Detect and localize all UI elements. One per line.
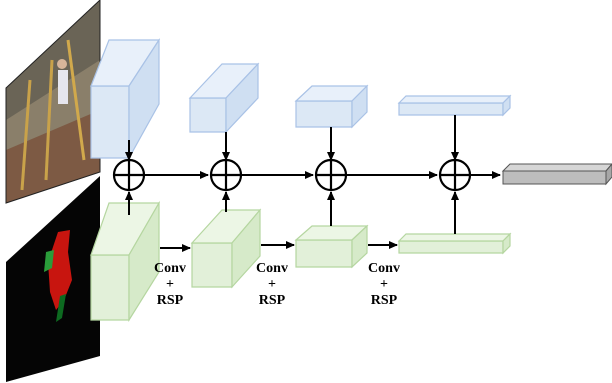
- op-3-line2: +: [380, 277, 388, 292]
- operation-label-3: Conv + RSP: [368, 261, 400, 308]
- op-3-line3: RSP: [371, 293, 398, 308]
- op-1-line2: +: [166, 277, 174, 292]
- op-1-line3: RSP: [157, 293, 184, 308]
- rgb-feature-block-4: [397, 94, 512, 117]
- flow-feature-block-3: [294, 224, 369, 269]
- flow-mask-image: [6, 176, 100, 382]
- operation-label-2: Conv + RSP: [256, 261, 288, 308]
- op-2-line1: Conv: [256, 261, 288, 276]
- circle-plus-icon: [314, 158, 348, 192]
- rgb-frame-image: [5, 0, 101, 204]
- circle-plus-icon: [209, 158, 243, 192]
- op-1-line1: Conv: [154, 261, 186, 276]
- flow-feature-block-4: [397, 232, 512, 255]
- op-2-line2: +: [268, 277, 276, 292]
- circle-plus-icon: [112, 158, 146, 192]
- op-2-line3: RSP: [259, 293, 286, 308]
- output-feature-block: [501, 163, 612, 186]
- op-3-line1: Conv: [368, 261, 400, 276]
- rgb-feature-block-3: [294, 84, 369, 129]
- flow-feature-block-1: [90, 200, 161, 323]
- operation-label-1: Conv + RSP: [154, 261, 186, 308]
- flow-feature-block-2: [190, 208, 262, 289]
- circle-plus-icon: [438, 158, 472, 192]
- rgb-feature-block-1: [90, 37, 161, 161]
- rgb-feature-block-2: [188, 62, 260, 134]
